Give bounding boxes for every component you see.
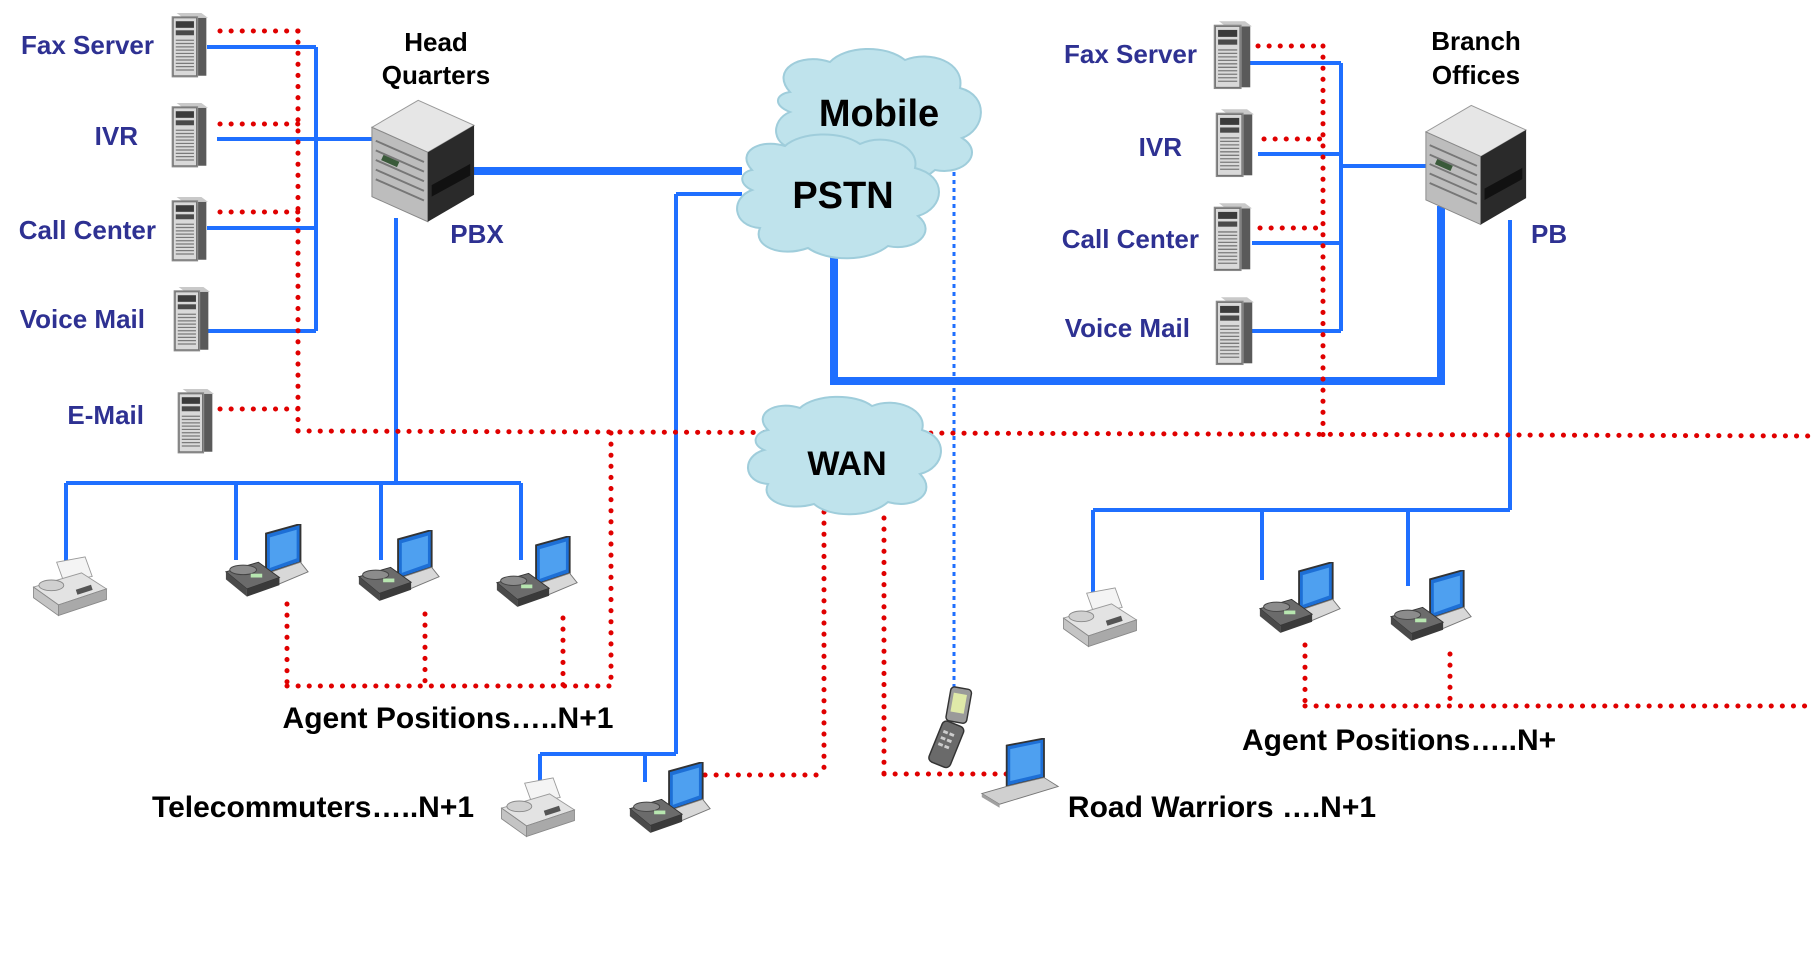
phone-with-laptop-icon[interactable] bbox=[224, 524, 310, 598]
phone-with-laptop-icon[interactable] bbox=[1389, 570, 1473, 642]
branch-server-links bbox=[1250, 61, 1430, 333]
branch-pbx-down-bus bbox=[1091, 220, 1512, 593]
fax-machine-icon[interactable] bbox=[501, 777, 575, 838]
server-tower-icon bbox=[1212, 20, 1252, 90]
phone-with-laptop-icon[interactable] bbox=[357, 530, 441, 602]
hq-server-label: IVR bbox=[95, 121, 139, 151]
server-tower-icon bbox=[172, 286, 210, 353]
pbx-cabinet-icon bbox=[1424, 104, 1528, 226]
hq-pbx-down-bus bbox=[64, 218, 523, 566]
pbx-cabinet-icon bbox=[370, 99, 476, 223]
phone-with-laptop-icon[interactable] bbox=[495, 536, 579, 608]
branch-server-ivr[interactable]: IVR bbox=[1139, 108, 1254, 178]
fax-machine-icon[interactable] bbox=[1063, 587, 1137, 648]
branch-title-line1: Branch bbox=[1431, 26, 1521, 56]
hq-server-label: Voice Mail bbox=[20, 304, 145, 334]
hq-title-line2: Quarters bbox=[382, 60, 490, 90]
phone-with-laptop-icon[interactable] bbox=[628, 762, 712, 834]
server-tower-icon bbox=[1212, 202, 1252, 272]
branch-pbx[interactable]: PB bbox=[1424, 104, 1567, 249]
hq-server-links bbox=[207, 45, 376, 333]
branch-server-call-center[interactable]: Call Center bbox=[1062, 202, 1252, 272]
server-tower-icon bbox=[1214, 296, 1254, 366]
pstn-cloud: PSTN bbox=[736, 133, 940, 260]
branch-server-label: Voice Mail bbox=[1065, 313, 1190, 343]
pstn-cloud-label: PSTN bbox=[792, 175, 893, 217]
telecommuters-label: Telecommuters…..N+1 bbox=[152, 791, 474, 824]
branch-agent-positions-label: Agent Positions…..N+ bbox=[1242, 724, 1556, 757]
mobile-cloud-label: Mobile bbox=[819, 93, 939, 135]
server-tower-icon bbox=[170, 12, 208, 79]
branch-server-voice-mail[interactable]: Voice Mail bbox=[1065, 296, 1254, 366]
hq-server-email[interactable]: E-Mail bbox=[67, 388, 214, 455]
hq-server-label: Fax Server bbox=[21, 30, 154, 60]
hq-title-line1: Head bbox=[404, 27, 468, 57]
wan-cloud-label: WAN bbox=[807, 445, 886, 483]
fax-machine-icon[interactable] bbox=[33, 556, 107, 617]
cloud-icon bbox=[747, 395, 942, 516]
hq-agent-positions-label: Agent Positions…..N+1 bbox=[283, 702, 614, 735]
hq-server-voice-mail[interactable]: Voice Mail bbox=[20, 286, 210, 353]
hq-pbx[interactable]: PBX bbox=[370, 99, 504, 249]
wan-cloud: WAN bbox=[747, 395, 942, 516]
server-tower-icon bbox=[170, 102, 208, 169]
phone-with-laptop-icon[interactable] bbox=[1258, 562, 1342, 634]
branch-title-line2: Offices bbox=[1432, 60, 1520, 90]
hq-pbx-label: PBX bbox=[450, 219, 504, 249]
server-tower-icon bbox=[1214, 108, 1254, 178]
flip-phone-icon[interactable] bbox=[927, 686, 973, 770]
branch-pbx-label: PB bbox=[1531, 219, 1567, 249]
branch-server-label: Fax Server bbox=[1064, 39, 1197, 69]
hq-server-label: E-Mail bbox=[67, 400, 144, 430]
hq-server-call-center[interactable]: Call Center bbox=[19, 196, 208, 263]
server-tower-icon bbox=[170, 196, 208, 263]
branch-server-label: Call Center bbox=[1062, 224, 1199, 254]
hq-server-label: Call Center bbox=[19, 215, 156, 245]
branch-server-label: IVR bbox=[1139, 132, 1183, 162]
server-tower-icon bbox=[176, 388, 214, 455]
hq-server-ivr[interactable]: IVR bbox=[95, 102, 208, 169]
road-warriors-label: Road Warriors ….N+1 bbox=[1068, 791, 1376, 824]
telecommuter-link bbox=[538, 192, 742, 782]
branch-server-fax[interactable]: Fax Server bbox=[1064, 20, 1252, 90]
cloud-icon bbox=[736, 133, 940, 260]
pstn-to-branch-pbx bbox=[830, 206, 1445, 385]
lan-dotted-links bbox=[217, 28, 1814, 778]
hq-server-fax[interactable]: Fax Server bbox=[21, 12, 208, 79]
